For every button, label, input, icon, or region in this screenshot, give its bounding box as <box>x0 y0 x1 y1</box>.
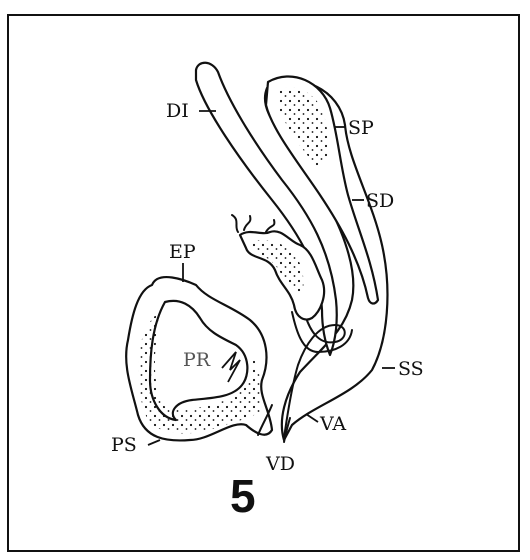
leader-va <box>306 414 318 422</box>
label-sp: SP <box>348 117 374 139</box>
label-pr: PR <box>183 349 211 371</box>
gland-wisps <box>232 215 274 232</box>
figure-number: 5 <box>230 470 256 522</box>
label-va: VA <box>319 413 346 435</box>
label-ep: EP <box>169 241 196 263</box>
leader-ps <box>148 440 160 445</box>
label-vd: VD <box>265 453 295 475</box>
label-sd: SD <box>366 190 394 212</box>
label-ps: PS <box>111 434 137 456</box>
label-ss: SS <box>398 358 424 380</box>
label-di: DI <box>166 100 189 122</box>
